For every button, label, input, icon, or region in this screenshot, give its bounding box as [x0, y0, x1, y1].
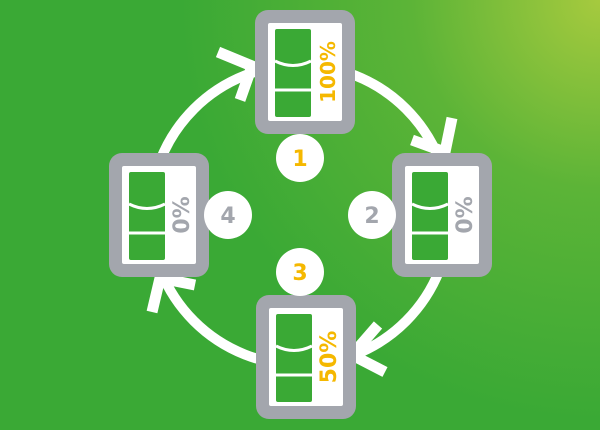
step-badge-1: 1: [276, 134, 324, 182]
step-number: 4: [220, 204, 235, 229]
step-badge-3: 3: [276, 248, 324, 296]
liquid-curve: [275, 344, 313, 352]
step-badge-4: 4: [204, 191, 252, 239]
percent-label: 0%: [170, 196, 195, 233]
step-number: 3: [292, 261, 307, 286]
step-badge-circle: [348, 191, 396, 239]
step-number: 1: [292, 147, 307, 172]
step-badge-circle: [204, 191, 252, 239]
step-number: 2: [364, 204, 379, 229]
fill-level-icon: [412, 172, 448, 260]
arrow-to-step-2-icon: [410, 116, 458, 160]
step-badge-2: 2: [348, 191, 396, 239]
fill-level-icon: [276, 314, 312, 402]
arrow-to-step-4-icon: [146, 271, 197, 314]
fill-level-icon: [129, 172, 165, 260]
battery-device-step-2: 0%: [392, 153, 492, 277]
arrow-to-step-1-icon: [215, 46, 259, 102]
fill-level-icon: [275, 29, 311, 117]
battery-device-step-1: 100%: [255, 10, 355, 134]
liquid-curve: [274, 59, 312, 67]
percent-label: 0%: [453, 196, 478, 233]
step-badge-circle: [276, 248, 324, 296]
liquid-curve: [128, 202, 166, 210]
liquid-curve: [411, 202, 449, 210]
battery-device-step-3: 50%: [256, 295, 356, 419]
percent-label: 100%: [316, 41, 340, 103]
percent-label: 50%: [317, 331, 342, 384]
step-badge-circle: [276, 134, 324, 182]
battery-device-step-4: 0%: [109, 153, 209, 277]
